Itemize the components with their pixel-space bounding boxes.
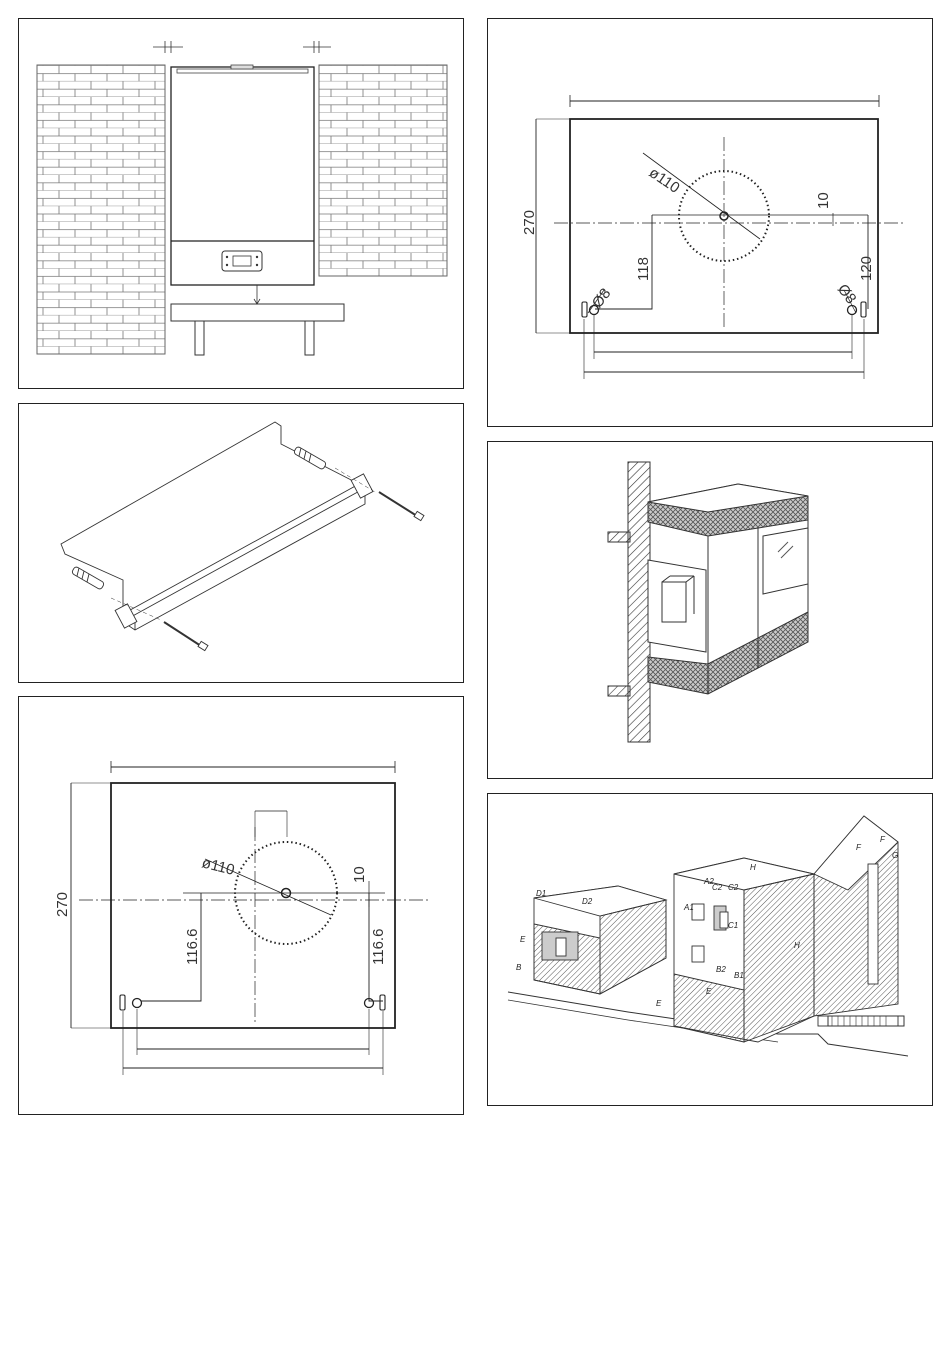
template-b-height-label: 270 — [54, 892, 71, 917]
template-a-right-fix-height-label: 120 — [858, 256, 875, 281]
label-d2: D2 — [582, 897, 593, 906]
label-e3: E — [706, 987, 712, 996]
building-clearances-panel: D1 D2 E B A1 A2 C1 C2 C2 H H B2 B1 E E F… — [487, 793, 933, 1106]
right-brick-wall — [319, 65, 447, 276]
boiler-unit — [171, 65, 314, 285]
label-h1: H — [750, 863, 756, 872]
label-d1: D1 — [536, 889, 546, 898]
template-b-outline — [111, 783, 395, 1028]
label-a1: A1 — [683, 903, 694, 912]
label-e2: E — [656, 999, 662, 1008]
label-b: B — [516, 963, 522, 972]
template-b-right-fix-height-label: 116.6 — [370, 929, 387, 965]
template-b-panel: 270 ø110 10 116.6 116.6 — [18, 696, 464, 1115]
template-a-drawing: 270 ø110 10 118 120 Ø8 Ø8 — [488, 19, 934, 428]
label-g: G — [892, 851, 898, 860]
template-b-offset-label: 10 — [351, 866, 368, 883]
rail-bracket-drawing — [19, 404, 465, 684]
center-building — [674, 858, 814, 1042]
rail-bracket-panel — [18, 403, 464, 683]
template-a-offset-label: 10 — [815, 192, 832, 209]
boiler-clearance-panel — [18, 18, 464, 389]
left-brick-wall — [37, 65, 165, 354]
template-a-left-fix-diameter-label: Ø8 — [589, 285, 615, 311]
building-wall — [628, 462, 650, 742]
template-b-hole-diameter-label: ø110 — [200, 854, 236, 878]
balcony-installation-panel — [487, 441, 933, 779]
side-clearance-marks — [153, 41, 331, 53]
label-c3: C2 — [728, 883, 739, 892]
screw-left — [164, 622, 208, 651]
support-table — [171, 304, 344, 355]
label-c2: C2 — [712, 883, 723, 892]
screw-right — [379, 492, 424, 521]
template-a-hole-diameter-label: ø110 — [646, 164, 683, 197]
label-e1: E — [520, 935, 526, 944]
boiler-clearance-drawing — [19, 19, 465, 390]
label-c1: C1 — [728, 921, 738, 930]
balcony-installation-drawing — [488, 442, 934, 780]
label-h2: H — [794, 941, 800, 950]
template-a-left-fix-height-label: 118 — [635, 257, 652, 281]
building-clearances-drawing: D1 D2 E B A1 A2 C1 C2 C2 H H B2 B1 E E F… — [488, 794, 934, 1107]
label-b3: B1 — [734, 971, 744, 980]
template-b-drawing: 270 ø110 10 116.6 116.6 — [19, 697, 465, 1116]
template-a-height-label: 270 — [521, 210, 538, 235]
left-house — [534, 886, 666, 994]
label-b2: B2 — [716, 965, 726, 974]
template-a-panel: 270 ø110 10 118 120 Ø8 Ø8 — [487, 18, 933, 427]
template-b-left-fix-height-label: 116.6 — [184, 929, 201, 965]
template-a-right-fix-diameter-label: Ø8 — [834, 281, 860, 307]
